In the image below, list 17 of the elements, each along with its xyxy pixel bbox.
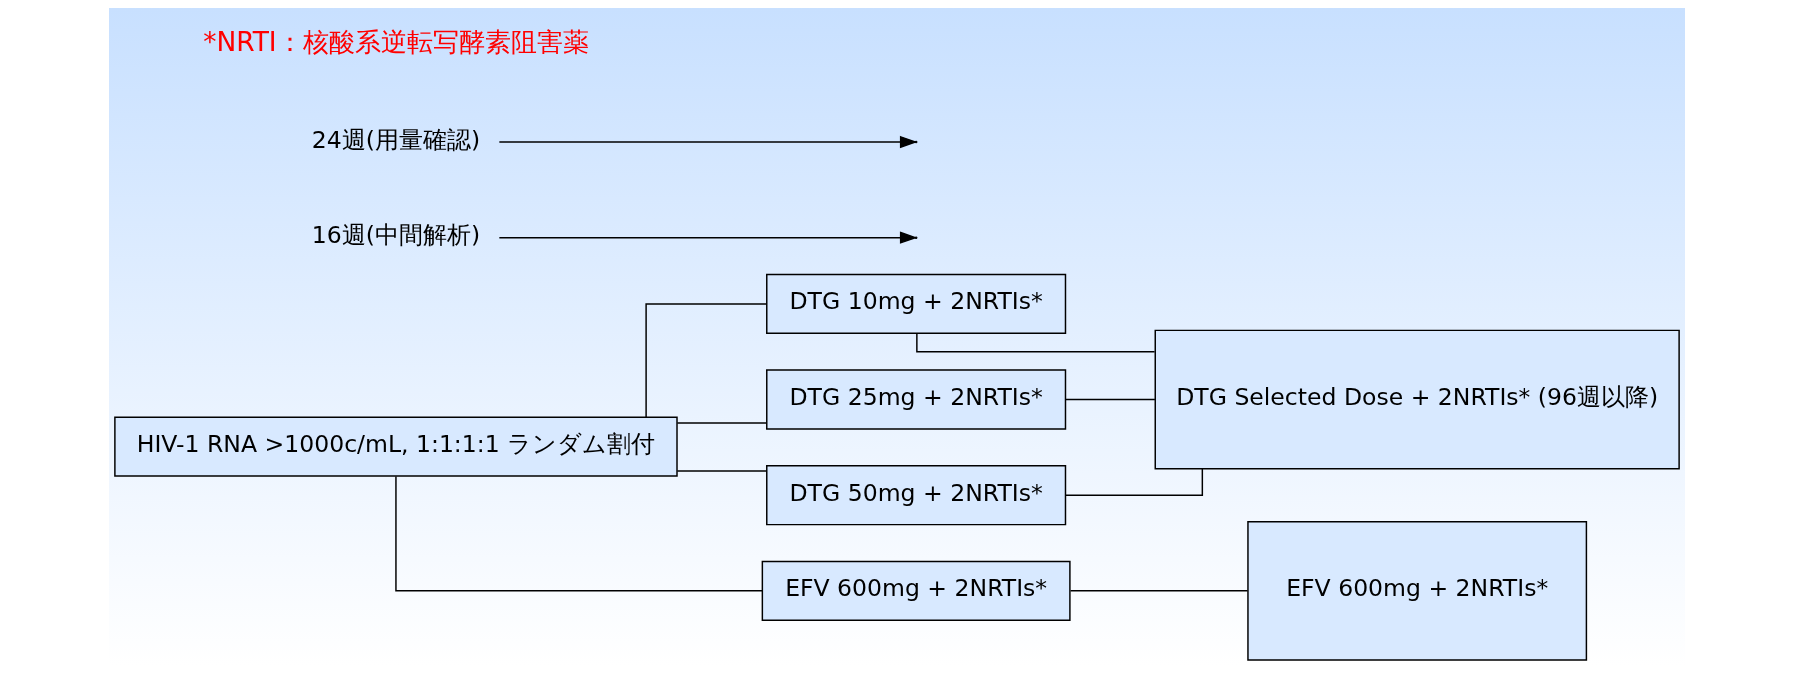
node-box: EFV 600mg + 2NRTIs* — [761, 560, 1071, 621]
node-box: DTG Selected Dose + 2NRTIs* (96週以降) — [1154, 329, 1680, 470]
node-box: EFV 600mg + 2NRTIs* — [1247, 520, 1588, 661]
connector — [395, 475, 763, 592]
node-box: DTG 50mg + 2NRTIs* — [766, 465, 1067, 526]
connector — [645, 303, 768, 418]
connector — [1069, 590, 1249, 592]
label: *NRTI：核酸系逆転写酵素阻害薬 — [203, 26, 589, 58]
connector — [676, 470, 768, 472]
node-text: 16週(中間解析) — [311, 221, 481, 250]
connector — [1065, 398, 1156, 401]
node-box: HIV-1 RNA >1000c/mL, 1:1:1:1 ランダム割付 — [114, 416, 678, 477]
connector — [1064, 468, 1204, 496]
node-box: DTG 10mg + 2NRTIs* — [766, 273, 1067, 335]
connector — [676, 422, 768, 424]
node-box: DTG 25mg + 2NRTIs* — [766, 369, 1067, 430]
node-text: 24週(用量確認) — [311, 125, 481, 154]
